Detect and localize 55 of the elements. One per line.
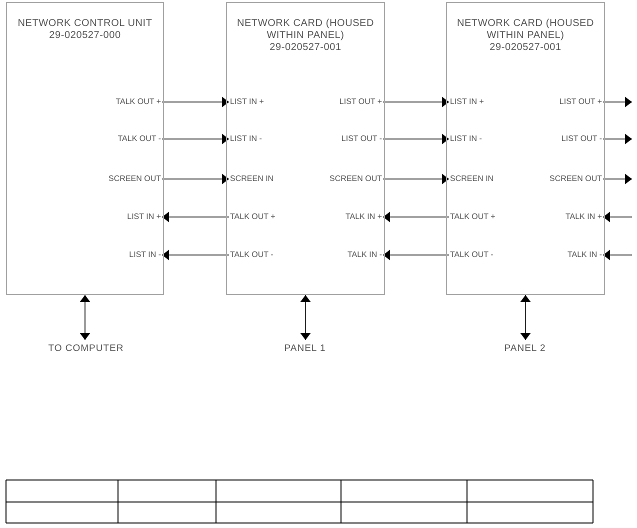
part-number: 29-020527-001 (268, 42, 342, 54)
double-arrow (80, 294, 90, 340)
signal-label: LIST IN - (129, 250, 161, 260)
signal-label: LIST IN - (450, 134, 482, 144)
unit-heading: NETWORK CARD (HOUSED WITHIN PANEL) (456, 18, 596, 42)
signal-label: TALK OUT + (450, 212, 496, 222)
signal-arrow (602, 212, 632, 222)
signal-label: SCREEN OUT (330, 174, 382, 184)
signal-label: LIST IN - (230, 134, 262, 144)
signal-label: TALK IN - (347, 250, 382, 260)
signal-label: TALK OUT - (450, 250, 494, 260)
signal-arrow (382, 96, 450, 108)
destination-label: PANEL 1 (250, 343, 360, 355)
signal-label: TALK IN + (345, 212, 382, 222)
destination-label: TO COMPUTER (31, 343, 141, 355)
signal-label: LIST OUT + (559, 97, 602, 107)
unit-box (6, 2, 164, 295)
signal-arrow (162, 250, 230, 260)
signal-arrow (162, 212, 230, 222)
unit-heading: NETWORK CARD (HOUSED WITHIN PANEL) (236, 18, 376, 42)
signal-arrow (602, 174, 632, 184)
double-arrow (300, 294, 311, 340)
signal-label: LIST IN + (450, 97, 484, 107)
signal-arrow (382, 134, 450, 144)
signal-label: TALK IN + (565, 212, 602, 222)
signal-arrow (602, 134, 632, 144)
double-arrow (520, 294, 531, 340)
signal-label: LIST OUT + (339, 97, 382, 107)
signal-label: LIST OUT - (561, 134, 602, 144)
destination-label: PANEL 2 (470, 343, 580, 355)
signal-arrow (602, 96, 632, 108)
signal-label: TALK IN - (567, 250, 602, 260)
signal-label: TALK OUT - (118, 134, 161, 144)
signal-label: TALK OUT - (230, 250, 274, 260)
signal-arrow (162, 134, 230, 144)
signal-arrow (382, 212, 450, 222)
unit-box (226, 2, 385, 295)
part-number: 29-020527-001 (488, 42, 562, 54)
signal-label: LIST IN + (230, 97, 264, 107)
signal-arrow (602, 250, 632, 260)
signal-label: SCREEN OUT (550, 174, 602, 184)
part-number: 29-020527-000 (48, 30, 122, 42)
signal-label: TALK OUT + (230, 212, 276, 222)
signal-arrow (382, 250, 450, 260)
unit-heading: NETWORK CONTROL UNIT (16, 18, 154, 30)
signal-arrow (162, 174, 230, 184)
signal-label: TALK OUT + (116, 97, 161, 107)
signal-label: SCREEN OUT (108, 174, 161, 184)
signal-label: SCREEN IN (450, 174, 494, 184)
signal-label: LIST IN + (127, 212, 161, 222)
signal-arrow (382, 174, 450, 184)
unit-box (446, 2, 605, 295)
signal-arrow (162, 96, 230, 108)
signal-label: SCREEN IN (230, 174, 274, 184)
signal-label: LIST OUT - (341, 134, 382, 144)
